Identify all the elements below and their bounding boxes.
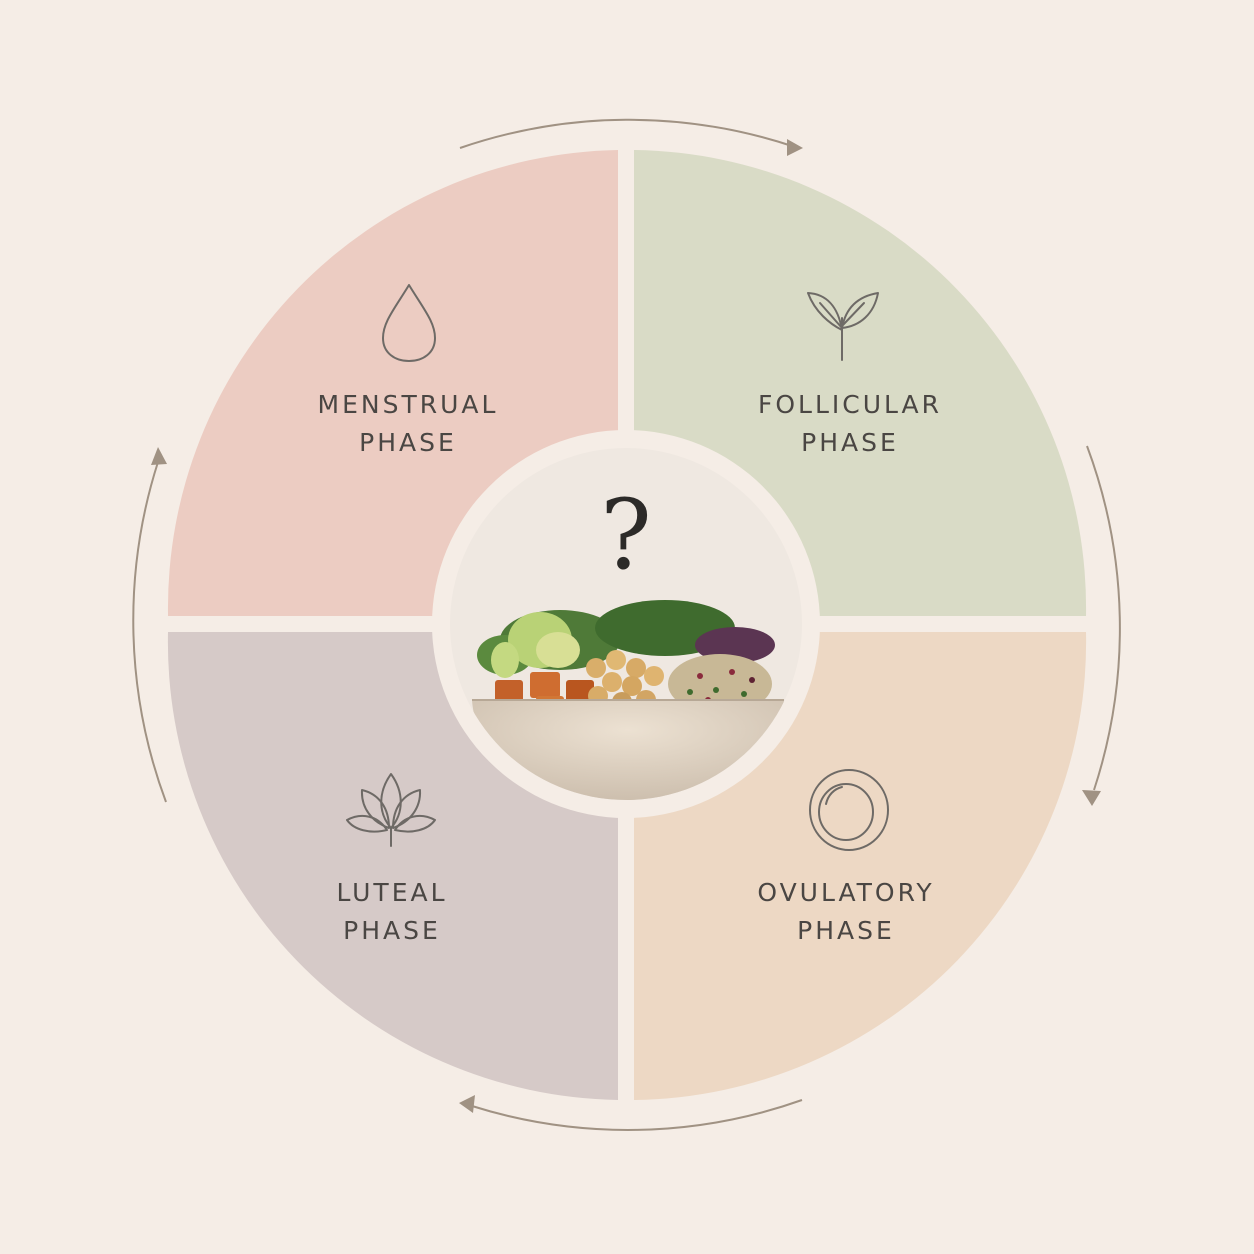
menstrual-phase-label-line2: PHASE [359, 428, 457, 457]
drop-icon [382, 284, 436, 362]
egg-icon [809, 769, 889, 851]
cycle-arrow-bottom [459, 1095, 803, 1131]
luteal-phase-label-line2: PHASE [343, 916, 441, 945]
menstrual-phase-label-line1: MENSTRUAL [318, 390, 499, 419]
luteal-phase-label-line1: LUTEAL [336, 878, 447, 907]
lotus-icon [346, 773, 436, 847]
sprout-icon [807, 292, 879, 361]
cycle-arrow-top [459, 118, 803, 156]
follicular-phase-label-line1: FOLLICULAR [758, 390, 942, 419]
ovulatory-phase-label-line1: OVULATORY [757, 878, 934, 907]
follicular-phase-label-line2: PHASE [801, 428, 899, 457]
ovulatory-phase-label-line2: PHASE [797, 916, 895, 945]
question-mark: ? [600, 479, 651, 591]
cycle-arrow-right [1082, 445, 1121, 806]
cycle-arrow-left [132, 447, 167, 803]
